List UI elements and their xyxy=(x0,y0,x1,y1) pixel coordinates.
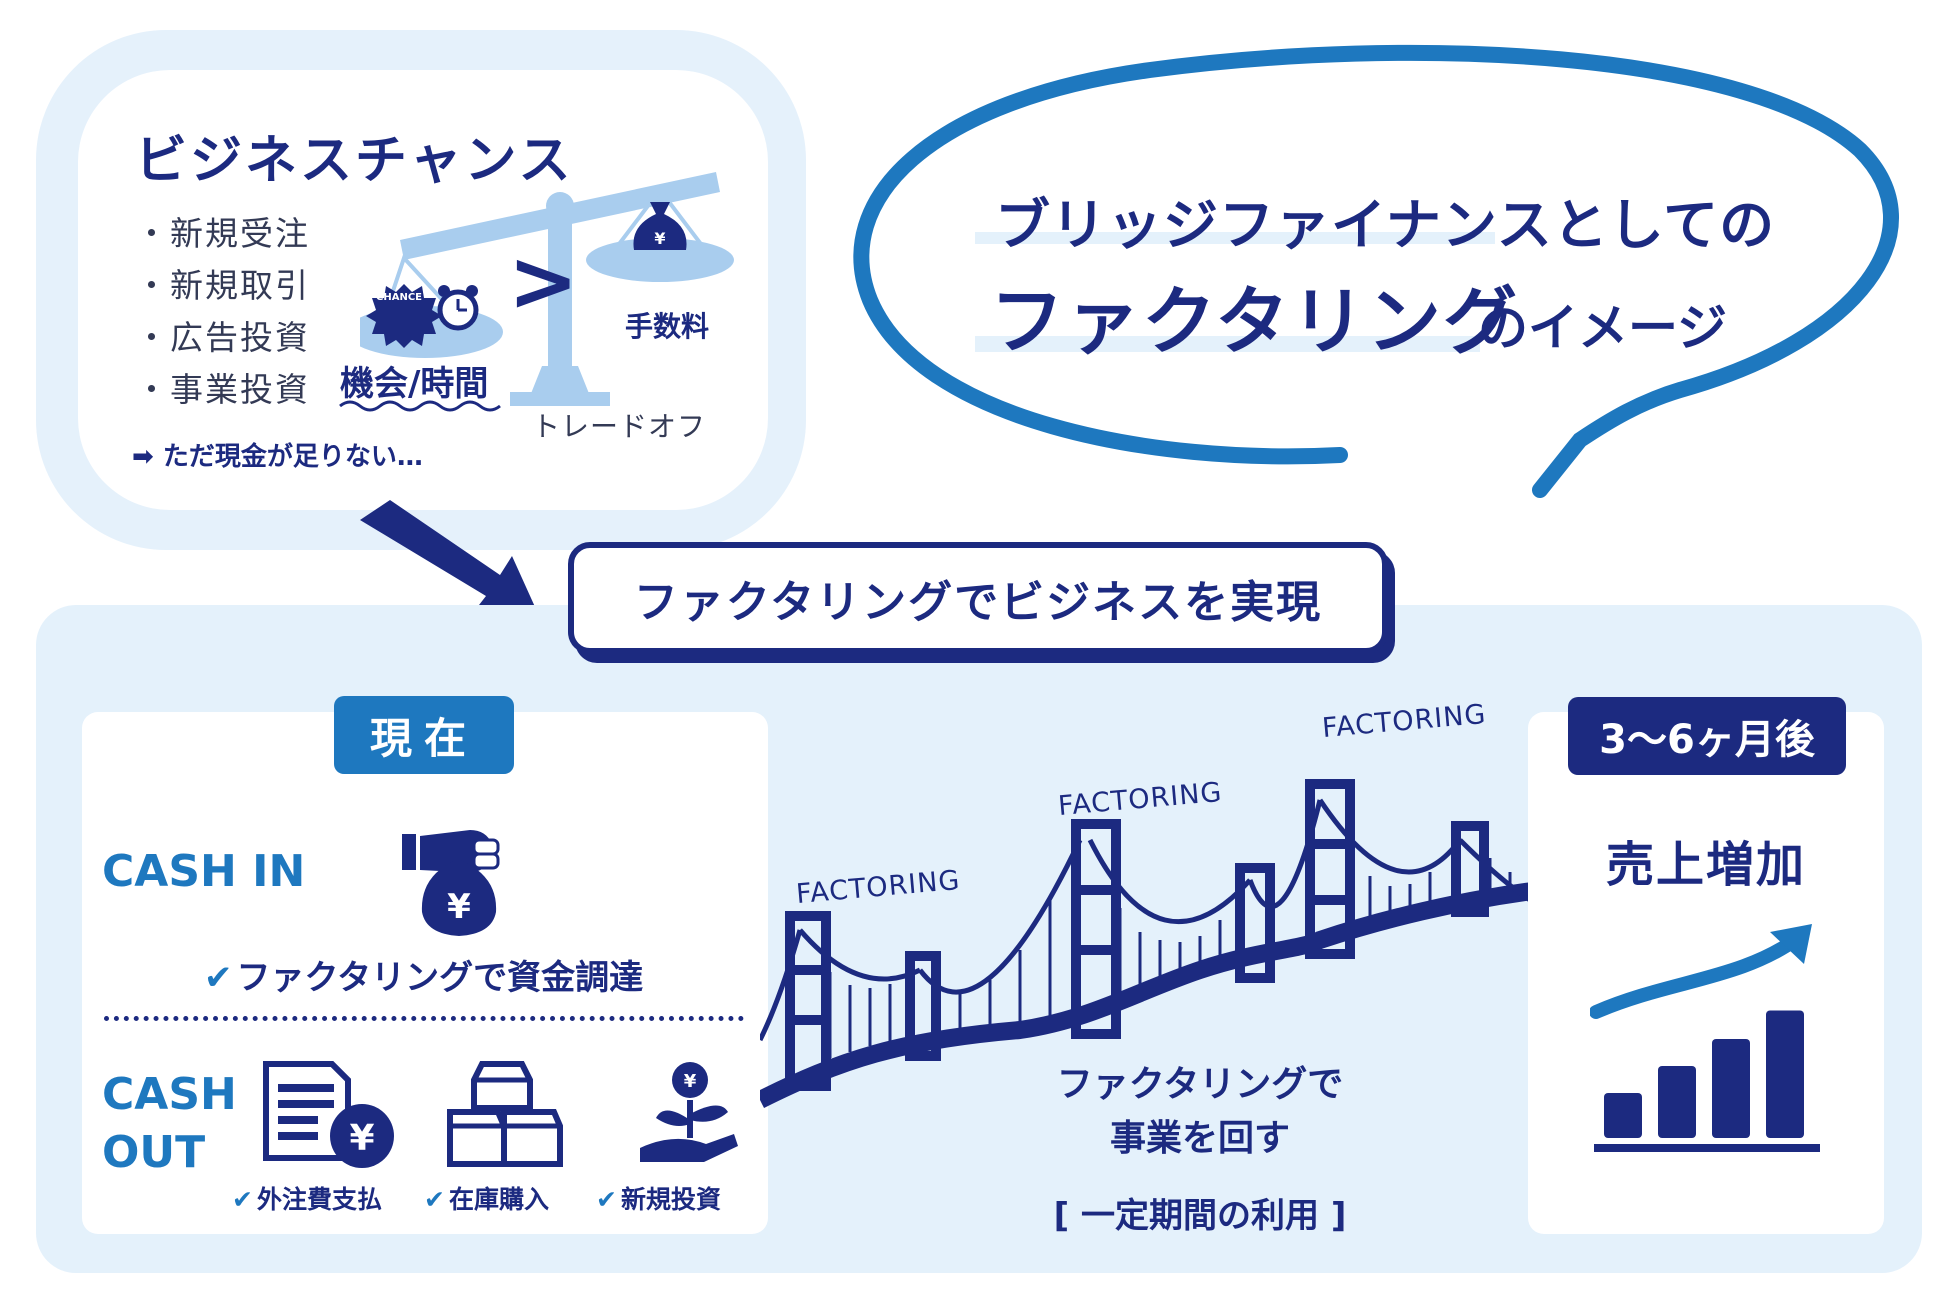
bridge-caption-line-2: 事業を回す xyxy=(1109,1118,1290,1159)
cash-in-label: CASH IN xyxy=(102,846,306,897)
cash-in-note-text: ファクタリングで資金調達 xyxy=(236,958,644,998)
wavy-underline xyxy=(339,400,501,412)
business-chance-list: ・新規受注 ・新規取引 ・広告投資 ・事業投資 xyxy=(135,208,310,416)
suspension-bridges-illustration xyxy=(760,779,1540,1109)
chance-badge-label: CHANCE xyxy=(376,292,422,303)
banner: ファクタリングでビジネスを実現 xyxy=(568,542,1388,654)
opportunity-time-label: 機会/時間 xyxy=(340,364,489,404)
new-investment-label: ✔新規投資 xyxy=(596,1180,721,1216)
cash-shortfall-note: ➡ ただ現金が足りない… xyxy=(132,442,423,472)
chance-badge-icon xyxy=(366,284,442,348)
balance-scale-icon: ¥ xyxy=(360,172,734,406)
check-icon: ✔ xyxy=(596,1185,617,1214)
bridge-caption: ファクタリングで 事業を回す xyxy=(1000,1058,1400,1166)
cash-in-note: ✔ファクタリングで資金調達 xyxy=(204,950,643,999)
stock-boxes-icon xyxy=(447,1061,563,1167)
speech-bubble-outline xyxy=(853,44,1899,498)
inventory-purchase-label: ✔在庫購入 xyxy=(424,1180,549,1216)
greater-than-symbol: > xyxy=(508,232,579,330)
svg-text:¥: ¥ xyxy=(349,1118,374,1159)
growth-bar xyxy=(1658,1066,1696,1138)
outsourcing-payment-label: ✔外注費支払 xyxy=(232,1180,382,1216)
list-item: ・新規取引 xyxy=(135,266,310,305)
headline-line-1: ブリッジファイナンスとしての xyxy=(995,193,1776,257)
growth-bar xyxy=(1604,1093,1642,1138)
check-icon: ✔ xyxy=(424,1185,445,1214)
bridge-caption-line-1: ファクタリングで xyxy=(1056,1064,1344,1105)
growth-bar xyxy=(1766,1010,1804,1138)
investment-sprout-icon: ¥ xyxy=(640,1062,738,1162)
invoice-yen-icon: ¥ xyxy=(263,1061,394,1168)
usage-period-label: [ 一定期間の利用 ] xyxy=(1053,1196,1347,1236)
highlight-strip xyxy=(975,232,1495,244)
business-chance-title: ビジネスチャンス xyxy=(135,131,574,191)
growth-bar-chart-icon xyxy=(1590,924,1820,1152)
tradeoff-label: トレードオフ xyxy=(532,410,707,443)
check-icon: ✔ xyxy=(232,1185,253,1214)
out-item-text: 在庫購入 xyxy=(448,1185,549,1214)
cash-out-line-2: OUT xyxy=(102,1127,206,1178)
cash-out-label: CASH OUT xyxy=(102,1066,237,1182)
future-tag: 3〜6ヶ月後 xyxy=(1568,697,1846,775)
out-item-text: 外注費支払 xyxy=(256,1185,382,1214)
out-item-text: 新規投資 xyxy=(620,1185,721,1214)
list-item: ・新規受注 xyxy=(135,214,310,253)
highlight-strip xyxy=(975,336,1480,352)
sales-increase-title: 売上増加 xyxy=(1605,837,1806,893)
money-bag-icon xyxy=(633,202,687,250)
headline-tail: のイメージ xyxy=(1478,299,1727,357)
dotted-divider xyxy=(104,1016,744,1021)
svg-text:¥: ¥ xyxy=(447,887,471,927)
hand-money-bag-icon: ¥ xyxy=(402,830,500,936)
svg-text:¥: ¥ xyxy=(654,229,665,248)
list-item: ・広告投資 xyxy=(135,318,310,357)
fee-label: 手数料 xyxy=(625,310,710,343)
business-chance-card xyxy=(78,70,768,510)
list-item: ・事業投資 xyxy=(135,370,310,409)
check-icon: ✔ xyxy=(204,958,233,998)
growth-bar xyxy=(1712,1039,1750,1138)
headline-main: ファクタリング xyxy=(990,279,1520,365)
down-right-arrow-icon xyxy=(360,500,540,618)
cash-out-line-1: CASH xyxy=(102,1069,237,1120)
svg-text:¥: ¥ xyxy=(684,1071,697,1092)
current-tag: 現在 xyxy=(334,696,514,774)
